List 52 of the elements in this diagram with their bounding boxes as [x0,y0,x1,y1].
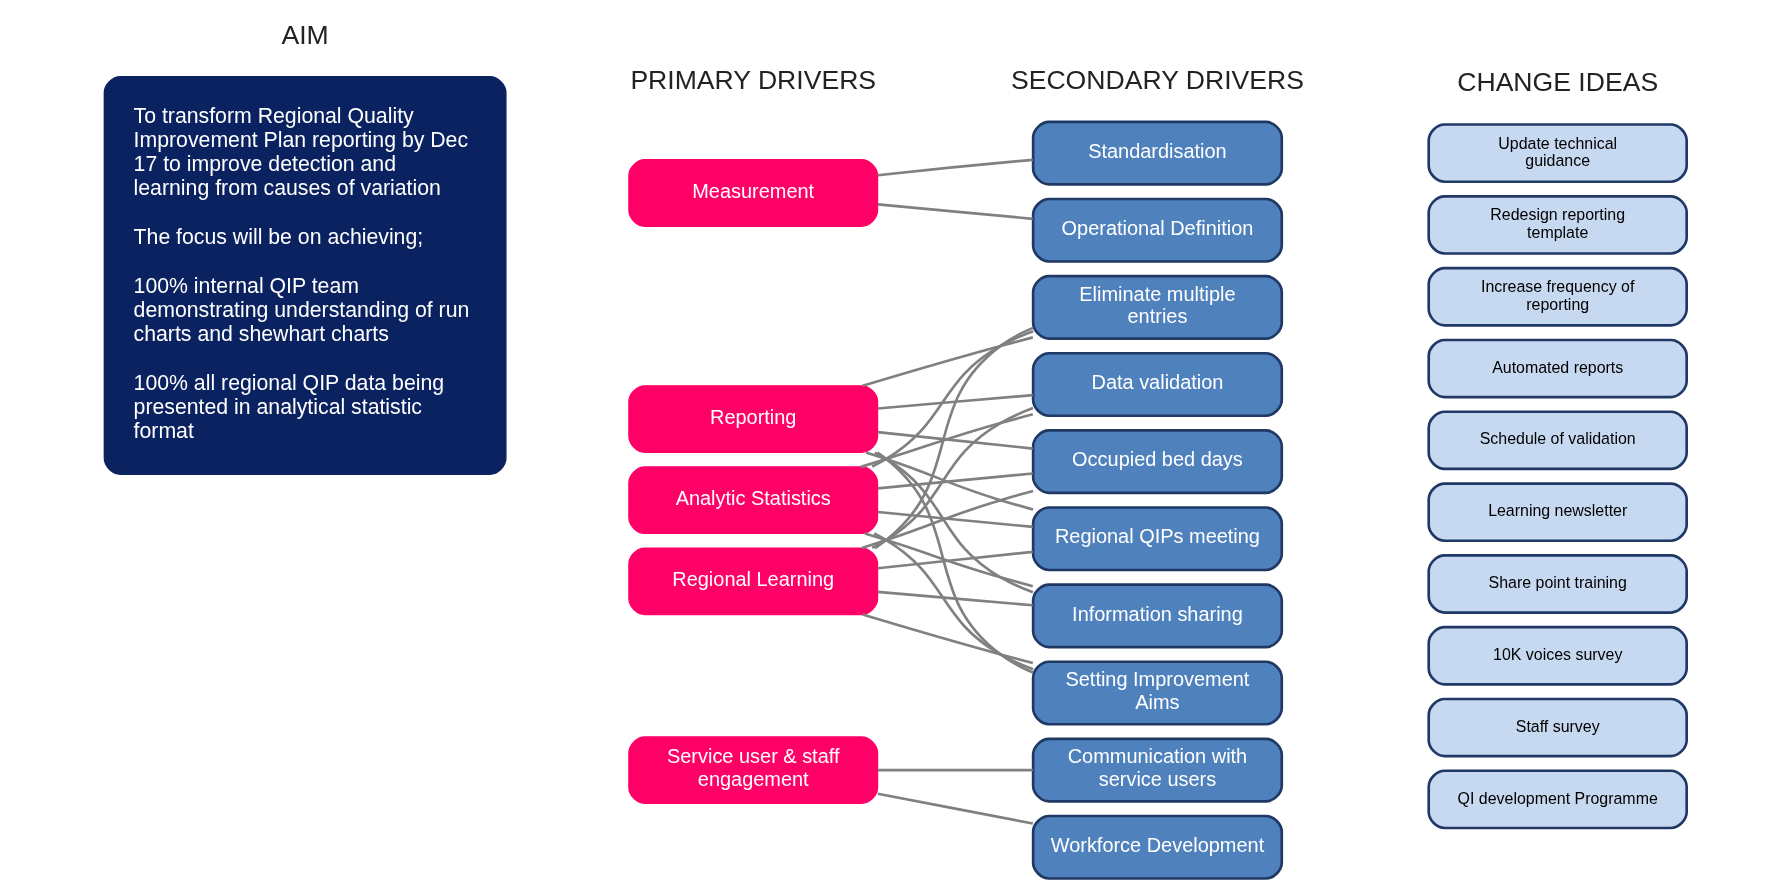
connector [871,329,1034,468]
label: CHANGE IDEAS [1457,66,1659,97]
node-box: Standardisation [1031,120,1284,186]
connector [877,792,1034,825]
node-box: Information sharing [1031,583,1284,649]
node-box: Update technical guidance [1427,123,1688,184]
connector [877,203,1033,221]
node-box: Occupied bed days [1031,429,1284,495]
node-box: Regional QIPs meeting [1031,506,1284,572]
label: AIM [281,20,329,51]
node-box: Increase frequency of reporting [1427,266,1688,327]
node-box: QI development Programme [1427,769,1688,830]
connector [862,336,1034,388]
connector [876,451,1034,674]
node-box: Automated reports [1427,338,1688,399]
node-box: Eliminate multiple entries [1031,274,1284,340]
connector [865,451,1034,511]
connector [874,451,1034,594]
connector [877,550,1033,570]
node-box: Redesign reporting template [1427,195,1688,255]
node-box: Share point training [1427,554,1688,614]
node-box: Measurement [628,159,879,227]
connector [877,472,1033,490]
connector [877,590,1033,607]
node-box: Schedule of validation [1427,410,1688,471]
node-box: Regional Learning [628,547,879,616]
connector [864,532,1034,588]
node-box: Setting Improvement Aims [1031,660,1284,726]
connector [860,413,1034,469]
connector [877,393,1033,410]
connector [877,158,1033,177]
node-box: Learning newsletter [1427,482,1688,543]
node-box: To transform Regional Quality Improvement Plan reporting by Dec 17 to improve detection and learning from causes of variation The focus will be on achieving; 100% internal QIP team demonstrating understanding of run charts and shewhart charts 100% all regional QIP data being presented in analytical statistic format [103,76,507,475]
node-box: Operational Definition [1031,197,1284,263]
node-box: Analytic Statistics [628,466,879,535]
node-box: Communication with service users [1031,737,1284,803]
connector [861,489,1034,550]
connector [877,510,1033,529]
connector [873,532,1034,671]
label: PRIMARY DRIVERS [630,65,877,96]
connector [862,613,1034,665]
connector [877,430,1033,450]
node-box: 10K voices survey [1427,625,1688,686]
node-box: Reporting [628,385,879,453]
node-box: Staff survey [1427,697,1688,758]
connector [871,406,1034,550]
connector [874,326,1034,550]
node-box: Service user & staff engagement [628,736,879,805]
node-box: Workforce Development [1031,814,1284,880]
connector [877,768,1033,772]
node-box: Data validation [1031,351,1284,418]
label: SECONDARY DRIVERS [1010,65,1304,96]
